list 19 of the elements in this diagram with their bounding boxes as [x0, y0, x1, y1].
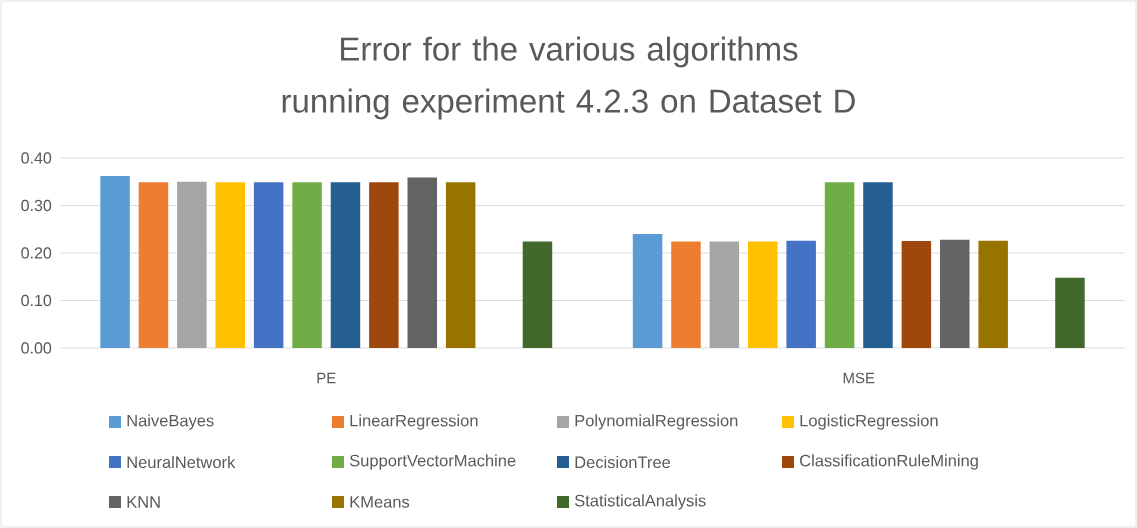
legend-label: NaiveBayes: [127, 414, 214, 430]
legend-label: NeuralNetwork: [127, 455, 236, 469]
tick-label: 0.10: [21, 294, 52, 307]
category-label: PE: [317, 372, 336, 384]
tick-label: 0.20: [21, 247, 52, 259]
legend-label: LinearRegression: [350, 414, 478, 430]
legend-label: LogisticRegression: [800, 414, 938, 430]
tick-label: 0.00: [21, 342, 52, 354]
legend-label: PolynomialRegression: [575, 414, 738, 430]
legend-label: KNN: [127, 496, 160, 508]
chart-title: Error for the various algorithms running experiment 4.2.3 on Dataset D: [282, 36, 855, 120]
tick-label: 0.30: [21, 199, 52, 212]
legend-label: SupportVectorMachine: [349, 454, 516, 470]
legend-label: KMeans: [350, 496, 410, 508]
legend-label: DecisionTree: [575, 455, 671, 469]
tick-label: 0.40: [21, 152, 52, 164]
category-label: MSE: [843, 372, 875, 384]
legend-label: StatisticalAnalysis: [574, 494, 706, 510]
legend-label: ClassificationRuleMining: [800, 454, 978, 470]
